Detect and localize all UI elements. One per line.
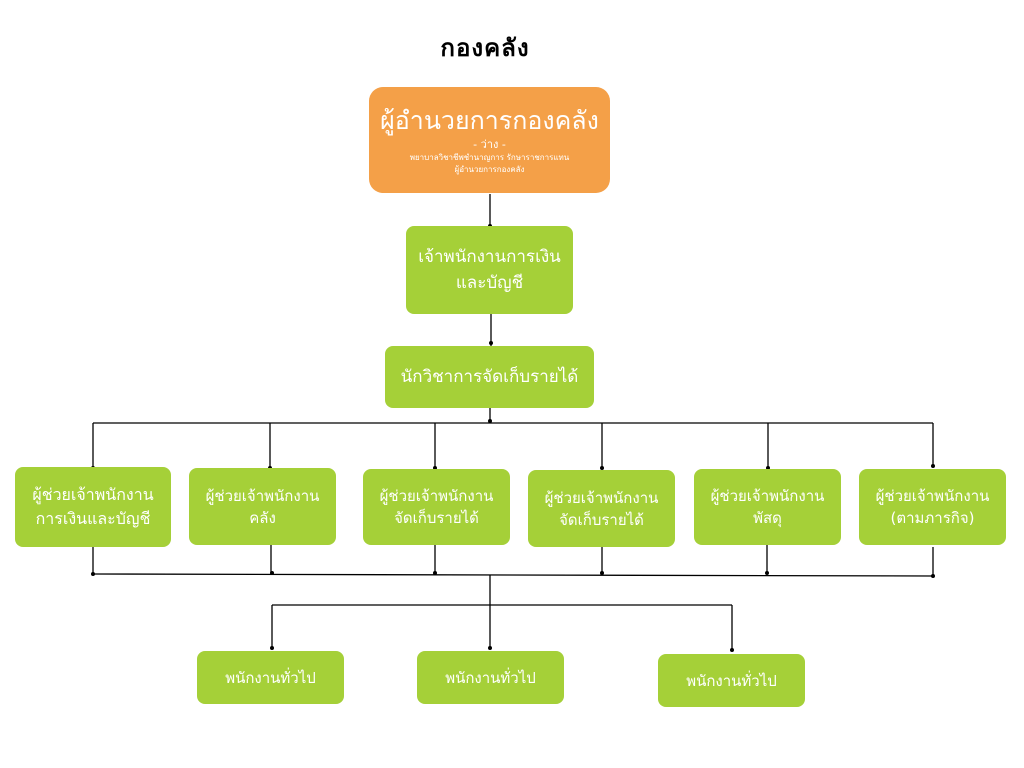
general-staff-box-1: พนักงานทั่วไป (197, 651, 344, 704)
director-status: - ว่าง - (473, 137, 506, 151)
assistant-box-2: ผู้ช่วยเจ้าพนักงาน คลัง (189, 468, 336, 545)
assistant-bottom-bus (92, 573, 934, 577)
director-acting-line1: พยาบาลวิชาชีพชำนาญการ รักษาราชการแทน (409, 152, 570, 162)
assistant-6-line2: (ตามภารกิจ) (890, 509, 975, 527)
general-staff-1-label: พนักงานทั่วไป (225, 668, 316, 687)
finance-officer-line1: เจ้าพนักงานการเงิน (418, 247, 561, 267)
director-title: ผู้อำนวยการกองคลัง (380, 105, 599, 135)
finance-officer-box: เจ้าพนักงานการเงิน และบัญชี (406, 226, 573, 314)
assistant-2-line2: คลัง (249, 508, 276, 527)
assistant-3-line2: จัดเก็บรายได้ (394, 509, 479, 527)
assistant-5-line2: พัสดุ (753, 509, 782, 527)
assistant-4-line1: ผู้ช่วยเจ้าพนักงาน (544, 488, 659, 507)
assistant-box-6: ผู้ช่วยเจ้าพนักงาน (ตามภารกิจ) (859, 469, 1006, 545)
assistant-box-4: ผู้ช่วยเจ้าพนักงาน จัดเก็บรายได้ (528, 470, 675, 547)
assistant-6-line1: ผู้ช่วยเจ้าพนักงาน (875, 487, 990, 505)
connector-dot (488, 419, 492, 423)
director-acting-line2: ผู้อำนวยการกองคลัง (454, 164, 525, 174)
connector-dot (765, 571, 769, 575)
assistant-5-line1: ผู้ช่วยเจ้าพนักงาน (710, 487, 825, 505)
connector-dot (270, 646, 274, 650)
assistant-1-line2: การเงินและบัญชี (35, 509, 151, 528)
connector-dot (489, 341, 493, 345)
assistant-box-5: ผู้ช่วยเจ้าพนักงาน พัสดุ (694, 469, 841, 545)
finance-officer-line2: และบัญชี (455, 273, 524, 293)
assistant-2-line1: ผู้ช่วยเจ้าพนักงาน (205, 486, 320, 505)
connector-dot (600, 571, 604, 575)
revenue-officer-label: นักวิชาการจัดเก็บรายได้ (400, 367, 579, 387)
chart-title: กองคลัง (440, 34, 530, 62)
connector-dot (433, 571, 437, 575)
connector-dot (931, 464, 935, 468)
connector-dot (730, 648, 734, 652)
assistant-box-3: ผู้ช่วยเจ้าพนักงาน จัดเก็บรายได้ (363, 469, 510, 545)
assistant-3-line1: ผู้ช่วยเจ้าพนักงาน (379, 487, 494, 505)
connector-dot (488, 646, 492, 650)
connector-dot (931, 574, 935, 578)
director-box: ผู้อำนวยการกองคลัง - ว่าง - พยาบาลวิชาชี… (369, 87, 610, 193)
general-staff-2-label: พนักงานทั่วไป (445, 668, 536, 687)
assistant-1-line1: ผู้ช่วยเจ้าพนักงาน (32, 485, 154, 504)
connector-dot (600, 466, 604, 470)
assistant-box-1: ผู้ช่วยเจ้าพนักงาน การเงินและบัญชี (15, 467, 171, 547)
general-staff-box-2: พนักงานทั่วไป (417, 651, 564, 704)
general-staff-box-3: พนักงานทั่วไป (658, 654, 805, 707)
connector-dot (270, 571, 274, 575)
revenue-officer-box: นักวิชาการจัดเก็บรายได้ (385, 346, 594, 408)
general-staff-3-label: พนักงานทั่วไป (686, 671, 777, 690)
assistant-4-line2: จัดเก็บรายได้ (559, 510, 644, 529)
connector-dot (91, 572, 95, 576)
